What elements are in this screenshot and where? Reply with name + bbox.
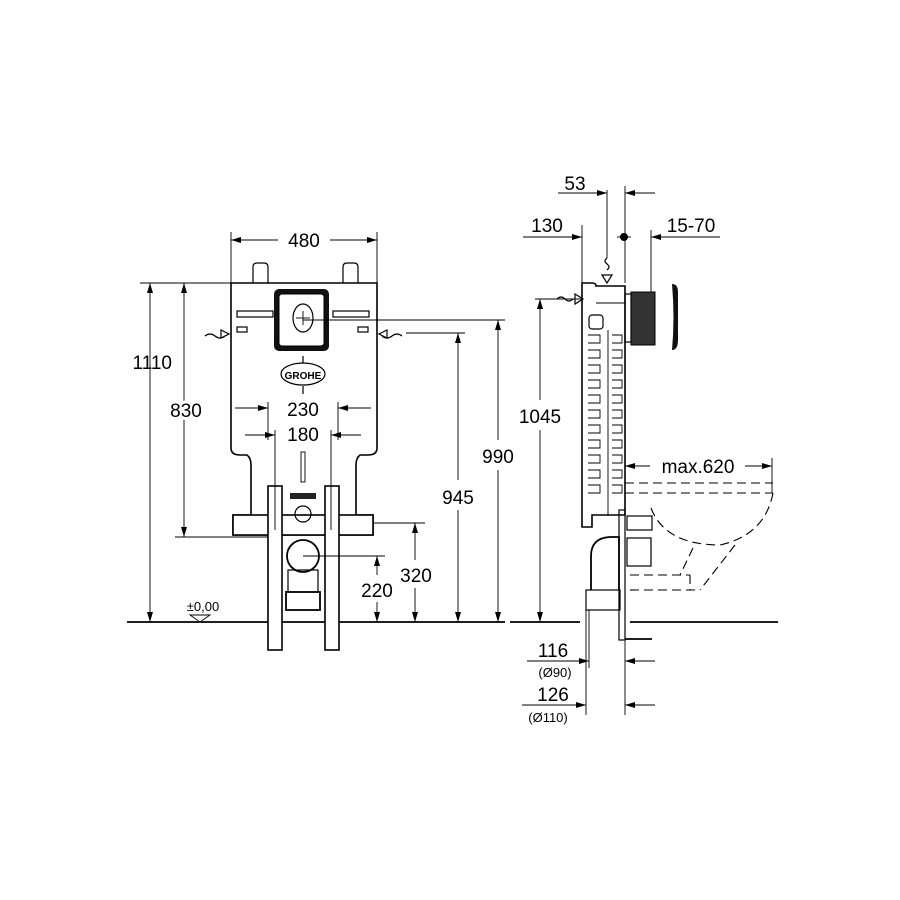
dim-height-945: 945: [442, 488, 474, 509]
dim-max-620: max.620: [662, 457, 735, 478]
dim-130: 130: [531, 216, 563, 237]
front-view: GROHE: [204, 262, 403, 651]
dim-126-pipe: (Ø110): [528, 710, 568, 725]
dim-height-1110: 1110: [133, 353, 172, 374]
dim-116: 116: [538, 641, 568, 662]
floor-level-label: ±0,00: [187, 599, 219, 614]
dim-320: 320: [400, 566, 432, 587]
dim-53: 53: [564, 174, 585, 195]
dim-width-480: 480: [288, 231, 320, 252]
floor-level-icon: [188, 614, 212, 623]
dim-height-830: 830: [170, 401, 202, 422]
dim-220: 220: [361, 581, 393, 602]
grohe-logo: GROHE: [285, 371, 322, 382]
dim-116-pipe: (Ø90): [538, 665, 571, 680]
dim-230: 230: [287, 400, 319, 421]
wc-bowl-outline: [625, 482, 774, 591]
dim-height-990: 990: [482, 447, 514, 468]
dim-180: 180: [287, 425, 319, 446]
dim-126: 126: [537, 685, 569, 706]
front-dimensions: 480 1110 830 230 180 990 945 320 220: [133, 231, 514, 623]
side-ribs: [588, 334, 623, 494]
side-dimensions: 53 130 15-70 1045 max.620 116 (Ø90) 126 …: [519, 174, 773, 725]
dim-15-70: 15-70: [667, 216, 716, 237]
side-view: [556, 257, 774, 641]
dim-1045: 1045: [519, 407, 561, 428]
side-frame: [581, 282, 626, 528]
